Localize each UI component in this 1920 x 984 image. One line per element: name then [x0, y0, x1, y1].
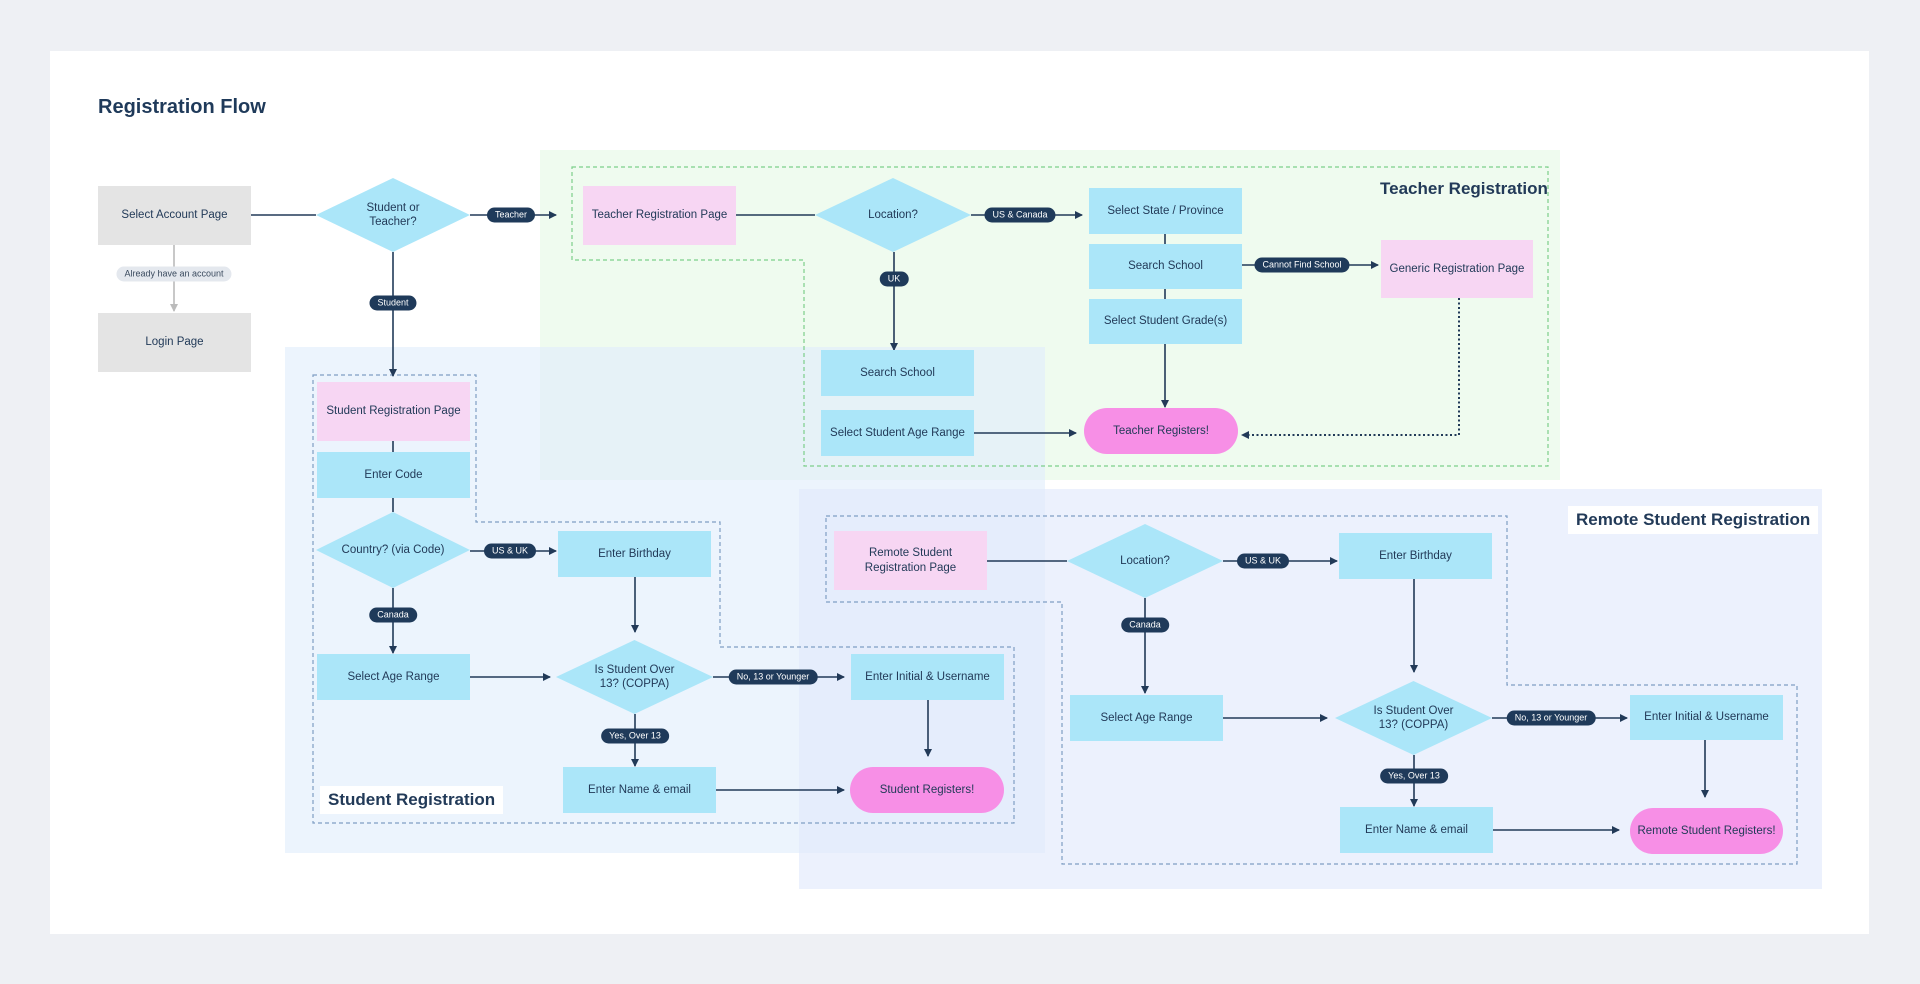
country-via-code-text: Country? (via Code): [341, 543, 445, 556]
remote-location-decision: Location?: [1067, 524, 1223, 598]
remote-region-label: Remote Student Registration: [1568, 506, 1819, 534]
teacher-registers-terminal: Teacher Registers!: [1084, 408, 1238, 454]
remote-name-email-node: Enter Name & email: [1340, 807, 1493, 853]
edge-label-already-account: Already have an account: [116, 266, 232, 282]
remote-select-age-range-node: Select Age Range: [1070, 695, 1223, 741]
remote-enter-birthday-node: Enter Birthday: [1339, 533, 1492, 579]
edge-label-us-uk: US & UK: [483, 543, 537, 559]
edge-label-us-canada: US & Canada: [984, 207, 1056, 223]
edge-label-student: Student: [369, 295, 417, 311]
edge-label-remote-canada: Canada: [1121, 617, 1169, 633]
student-initial-username-node: Enter Initial & Username: [851, 654, 1004, 700]
country-via-code-decision: Country? (via Code): [316, 512, 470, 588]
student-registration-page-node: Student Registration Page: [317, 382, 470, 441]
edge-label-remote-us-uk: US & UK: [1236, 553, 1290, 569]
teacher-registration-page-node: Teacher Registration Page: [583, 186, 736, 245]
teacher-location-text: Location?: [868, 208, 918, 221]
generic-registration-page-node: Generic Registration Page: [1381, 240, 1533, 298]
remote-initial-username-node: Enter Initial & Username: [1630, 695, 1783, 740]
edge-label-remote-yes-over-13: Yes, Over 13: [1380, 768, 1448, 784]
select-account-page-node: Select Account Page: [98, 186, 251, 245]
login-page-node: Login Page: [98, 313, 251, 372]
student-over-13-text: Is Student Over 13? (COPPA): [594, 663, 675, 690]
edge-label-cannot-find-school: Cannot Find School: [1254, 257, 1350, 273]
teacher-location-decision: Location?: [815, 178, 971, 252]
student-over-13-decision: Is Student Over 13? (COPPA): [556, 640, 713, 714]
select-student-grades-node: Select Student Grade(s): [1089, 299, 1242, 344]
remote-registration-page-node: Remote Student Registration Page: [834, 531, 987, 590]
student-enter-birthday-node: Enter Birthday: [558, 531, 711, 577]
student-or-teacher-decision: Student or Teacher?: [316, 178, 470, 252]
diagram-title: Registration Flow: [98, 96, 266, 118]
edge-label-remote-no-13-younger: No, 13 or Younger: [1506, 710, 1596, 726]
student-region-label: Student Registration: [320, 786, 504, 814]
student-name-email-node: Enter Name & email: [563, 767, 716, 813]
remote-over-13-decision: Is Student Over 13? (COPPA): [1335, 681, 1492, 755]
edge-label-uk: UK: [879, 271, 909, 287]
student-registers-terminal: Student Registers!: [850, 767, 1004, 813]
student-select-age-range-node: Select Age Range: [317, 654, 470, 700]
remote-over-13-text: Is Student Over 13? (COPPA): [1373, 704, 1454, 731]
remote-registers-terminal: Remote Student Registers!: [1630, 808, 1783, 854]
edge-label-yes-over-13: Yes, Over 13: [601, 728, 669, 744]
enter-code-node: Enter Code: [317, 452, 470, 498]
edge-label-no-13-younger: No, 13 or Younger: [728, 669, 818, 685]
edge-label-teacher: Teacher: [486, 207, 536, 223]
student-or-teacher-text: Student or Teacher?: [366, 201, 420, 228]
uk-search-school-node: Search School: [821, 350, 974, 396]
teacher-region-label: Teacher Registration: [1380, 179, 1548, 198]
select-student-age-range-node: Select Student Age Range: [821, 410, 974, 456]
remote-location-text: Location?: [1120, 554, 1170, 567]
teacher-search-school-node: Search School: [1089, 244, 1242, 289]
select-state-province-node: Select State / Province: [1089, 188, 1242, 234]
edge-label-canada: Canada: [369, 607, 417, 623]
